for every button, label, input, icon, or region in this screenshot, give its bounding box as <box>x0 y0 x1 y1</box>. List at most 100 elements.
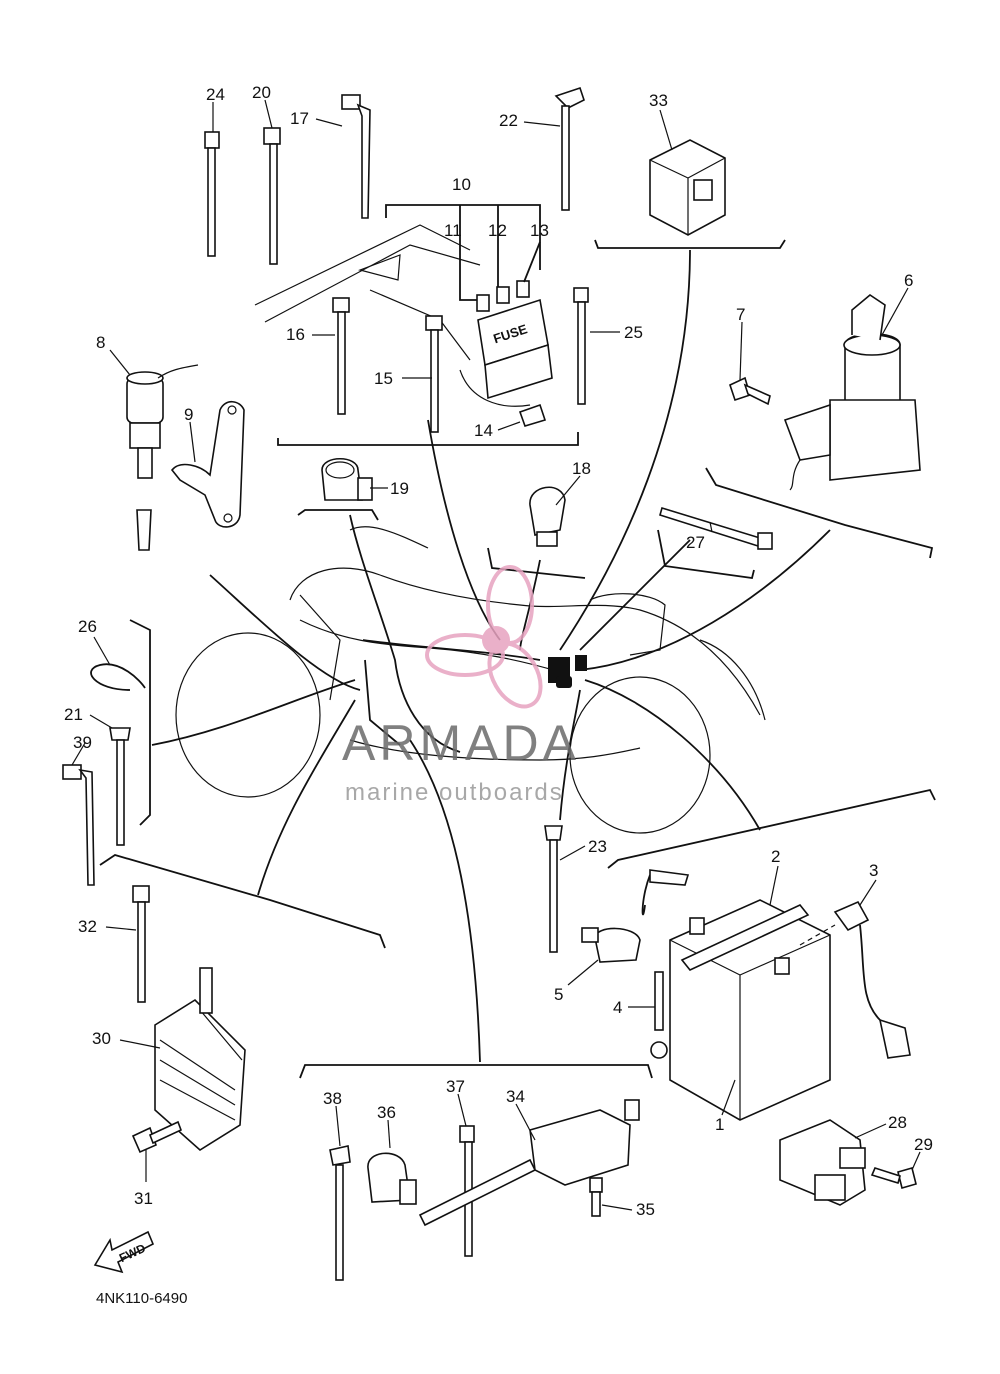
wire-to-neutral-switch <box>209 574 361 691</box>
cable-tie-25-head <box>573 287 589 303</box>
callout-1: 1 <box>715 1115 724 1134</box>
clamp-18 <box>529 486 566 547</box>
harness-main <box>362 639 541 661</box>
wire-to-bottom-group <box>409 739 481 1063</box>
bracket-regulator <box>99 854 386 949</box>
harness-front <box>364 659 401 746</box>
callout-15: 15 <box>374 369 393 388</box>
wire-to-tie-23 <box>559 689 581 821</box>
callout-38: 38 <box>323 1089 342 1108</box>
wire-harness <box>151 249 831 1063</box>
relay-33 <box>649 139 726 236</box>
callout-35: 35 <box>636 1200 655 1219</box>
callout-16: 16 <box>286 325 305 344</box>
cable-tie-21 <box>109 727 131 846</box>
frame-top-line <box>289 567 761 716</box>
bracket-band-27 <box>657 529 755 580</box>
cable-tie-22 <box>554 86 585 211</box>
bracket-10 <box>385 204 541 270</box>
callout-2: 2 <box>771 847 780 866</box>
cable-tie-16 <box>337 311 346 415</box>
bolt-31 <box>131 1120 183 1154</box>
cable-tie-20 <box>263 127 281 265</box>
callout-25: 25 <box>624 323 643 342</box>
fuse-11 <box>476 294 490 312</box>
callout-17: 17 <box>290 109 309 128</box>
callout-7: 7 <box>736 305 745 324</box>
callout-13: 13 <box>530 221 549 240</box>
bracket-main-switch <box>705 467 934 559</box>
propeller-logo-icon <box>425 565 543 709</box>
rear-fender <box>699 639 766 721</box>
callout-37: 37 <box>446 1077 465 1096</box>
ignition-key <box>851 294 886 341</box>
screw-35 <box>589 1177 603 1217</box>
cable-3 <box>799 900 911 1059</box>
bracket-9 <box>170 400 245 528</box>
cable-tie-17 <box>341 94 371 219</box>
callout-36: 36 <box>377 1103 396 1122</box>
fuse-12 <box>496 286 510 304</box>
cable-tie-25 <box>577 301 586 405</box>
callout-14: 14 <box>474 421 493 440</box>
callout-28: 28 <box>888 1113 907 1132</box>
cable-tie-15-head <box>425 315 443 331</box>
callout-10: 10 <box>452 175 471 194</box>
callout-33: 33 <box>649 91 668 110</box>
cable-tie-38 <box>329 1145 351 1281</box>
callout-19: 19 <box>390 479 409 498</box>
clip-26 <box>90 663 146 691</box>
wire-to-main-switch <box>579 529 831 671</box>
screw-14 <box>518 403 547 427</box>
fwd-arrow-icon: FWD <box>93 1230 155 1274</box>
wire-to-band-27 <box>579 539 691 651</box>
harness-plug <box>575 655 587 671</box>
cable-tie-24 <box>204 131 220 257</box>
frame-bottom-line <box>349 739 641 761</box>
callout-34: 34 <box>506 1087 525 1106</box>
cable-tie-16-head <box>332 297 350 313</box>
callout-39: 39 <box>73 733 92 752</box>
bracket-clamp-19 <box>297 509 379 521</box>
callout-4: 4 <box>613 998 622 1017</box>
starter-relay-28 <box>779 1119 866 1206</box>
watermark: ARMADA marine outboards <box>342 565 580 806</box>
band-27 <box>659 506 773 550</box>
callout-24: 24 <box>206 85 225 104</box>
bolt-7 <box>729 376 771 406</box>
clamp-36 <box>367 1152 417 1205</box>
callout-6: 6 <box>904 271 913 290</box>
watermark-brand: ARMADA <box>342 715 580 771</box>
bolt-29 <box>870 1167 917 1189</box>
bracket-bottom-group <box>299 1064 653 1079</box>
handlebar <box>349 526 429 549</box>
callout-8: 8 <box>96 333 105 352</box>
seat-outline <box>589 593 666 656</box>
callout-31: 31 <box>134 1189 153 1208</box>
callout-3: 3 <box>869 861 878 880</box>
callout-27: 27 <box>686 533 705 552</box>
callout-20: 20 <box>252 83 271 102</box>
callout-26: 26 <box>78 617 97 636</box>
callout-12: 12 <box>488 221 507 240</box>
bracket-clamp-18 <box>487 547 586 579</box>
neutral-switch-8 <box>126 364 199 551</box>
fork-line <box>299 594 341 701</box>
wire-to-relay <box>559 249 691 651</box>
fuse-box-group: FUSE <box>254 204 589 433</box>
fuse-13 <box>516 280 530 298</box>
bracket-relay <box>594 239 786 249</box>
regulator-30 <box>154 967 246 1151</box>
callout-5: 5 <box>554 985 563 1004</box>
callout-22: 22 <box>499 111 518 130</box>
bracket-left-clips <box>129 619 151 826</box>
cable-tie-39 <box>62 764 95 886</box>
wire-to-regulator <box>257 699 356 896</box>
holder-5 <box>581 927 641 963</box>
sidestand-switch-34 <box>418 1099 640 1227</box>
cable-tie-23 <box>544 825 563 953</box>
main-switch-6 <box>783 294 921 491</box>
callout-18: 18 <box>572 459 591 478</box>
clamp-19 <box>321 458 373 501</box>
